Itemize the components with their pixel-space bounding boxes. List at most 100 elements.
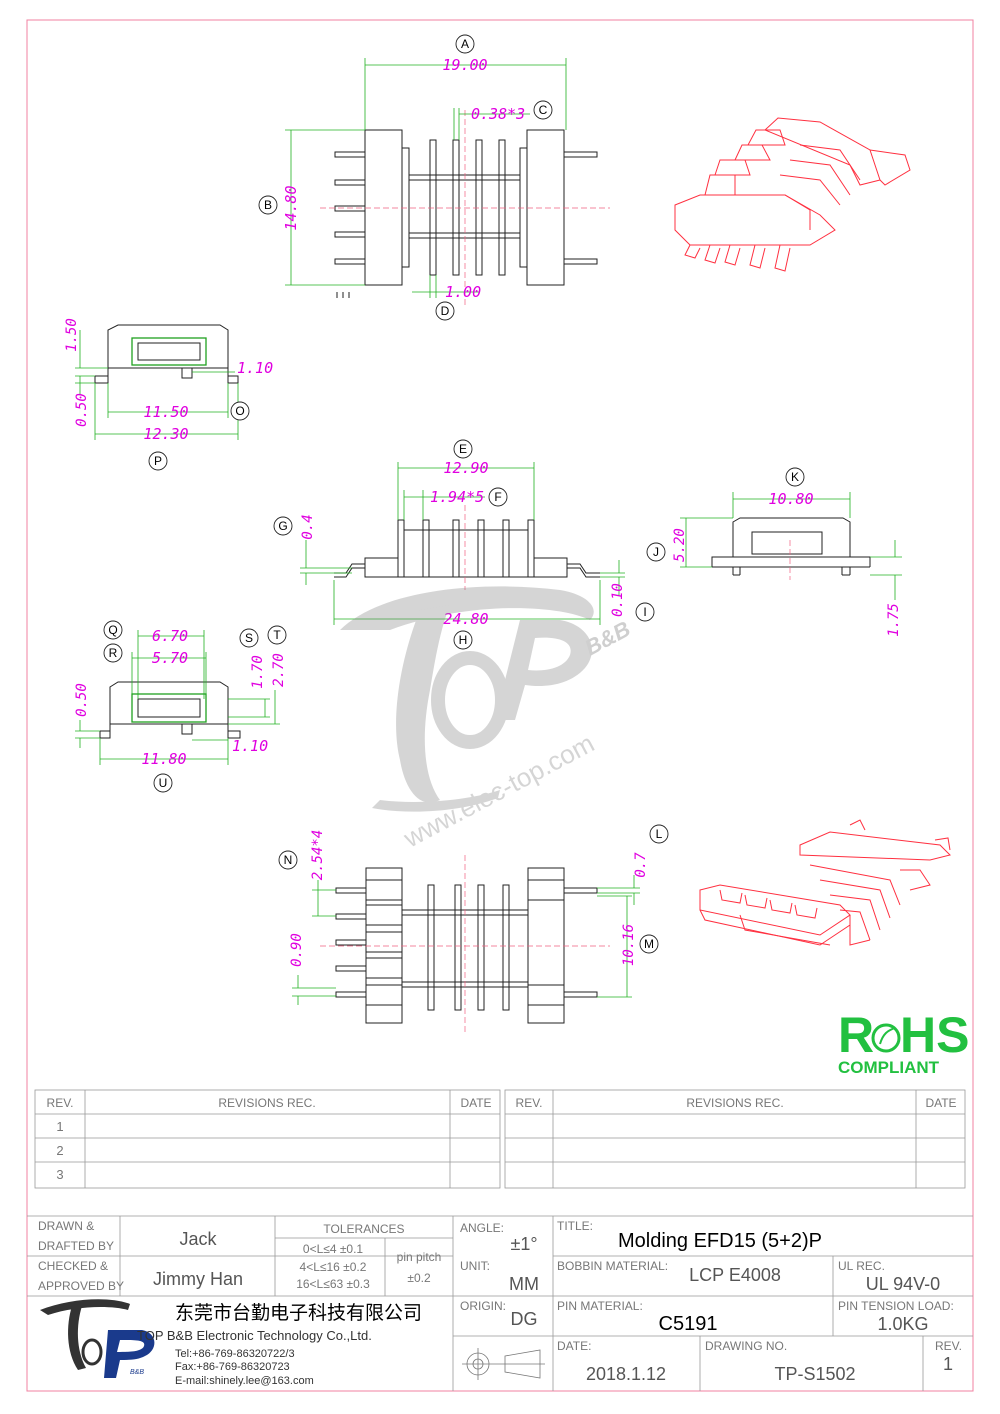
rev-row-3: 3 [56,1167,63,1182]
dim-i: 0.10 [610,583,626,617]
rev-header-left: REV. [47,1096,74,1110]
dim-k: 10.80 [768,490,813,508]
rohs-r: R [838,1007,874,1063]
tol-3: 16<L≤63 ±0.3 [296,1277,370,1291]
rev-row-2: 2 [56,1143,63,1158]
rohs-hs: HS [900,1007,969,1063]
watermark-brand: B&B [581,616,635,661]
dim-b: 14.80 [282,185,300,230]
rev-row-1: 1 [56,1119,63,1134]
front-view [334,519,600,578]
dim-f: 1.94*5 [430,488,484,506]
tension-label: PIN TENSION LOAD: [838,1299,954,1313]
bottom-view [335,867,598,1024]
title-label: TITLE: [557,1219,593,1233]
checked-by: Jimmy Han [153,1269,243,1289]
ul-label: UL REC. [838,1259,885,1273]
callout-m: M [644,937,654,951]
callout-u: U [159,776,168,790]
sheet-border [26,19,974,1392]
dim-d: 1.00 [445,283,481,301]
dim-h: 24.80 [443,610,488,628]
logo-sub: B&B [130,1369,144,1376]
callout-e: E [459,442,467,456]
date-value: 2018.1.12 [586,1364,666,1384]
bobbin-label: BOBBIN MATERIAL: [557,1259,668,1273]
tension-value: 1.0KG [877,1314,928,1334]
company-name-en: TOP B&B Electronic Technology Co.,Ltd. [137,1328,372,1343]
top-view-pins [334,151,598,298]
callout-k: K [791,470,799,484]
callout-i: I [643,605,646,619]
dim-l: 0.7 [633,852,649,878]
pin-pitch-value: ±0.2 [407,1271,431,1285]
date-header-right: DATE [925,1096,956,1110]
rohs-compliant: COMPLIANT [838,1058,940,1077]
company-tel: Tel:+86-769-86320722/3 [175,1348,295,1360]
callout-s: S [245,631,253,645]
date-label: DATE: [557,1339,591,1353]
iso-view-bottom [699,819,951,946]
dim-c: 0.38*3 [471,105,525,123]
callout-q: Q [108,623,117,637]
callout-h: H [459,633,468,647]
title-block [27,1215,973,1391]
bottom-view-pins [335,887,598,998]
revisions-table [34,1089,966,1189]
drawn-by: Jack [179,1229,217,1249]
dim-j2: 1.75 [886,603,902,637]
dim-r: 5.70 [152,649,188,667]
callout-t: T [273,628,281,642]
callout-f: F [494,490,501,504]
ul-value: UL 94V-0 [866,1274,940,1294]
company-fax: Fax:+86-769-86320723 [175,1361,290,1373]
callout-b: B [264,198,272,212]
origin-label: ORIGIN: [460,1299,506,1313]
dim-t: 2.70 [271,653,287,687]
dim-q: 6.70 [152,627,188,645]
checked-label-2: APPROVED BY [38,1279,124,1293]
unit-value: MM [509,1274,539,1294]
drawing-no-value: TP-S1502 [774,1364,855,1384]
callout-r: R [109,646,118,660]
tolerances-label: TOLERANCES [323,1222,404,1236]
dim-a: 19.00 [442,56,487,74]
callout-p: P [154,454,162,468]
company-name-cn: 东莞市台勤电子科技有限公司 [175,1302,422,1324]
title-value: Molding EFD15 (5+2)P [618,1230,822,1252]
dim-n2: 0.90 [289,933,305,967]
dim-o-3: 0.50 [74,393,90,427]
callout-o: O [235,404,244,418]
dim-o-1: 1.50 [64,318,80,352]
callout-a: A [461,37,469,51]
rohs-logo: R HS COMPLIANT [838,1007,969,1077]
callout-l: L [656,827,663,841]
callout-n: N [284,853,293,867]
dim-g: 0.4 [300,514,316,539]
callout-c: C [539,103,548,117]
drawing-no-label: DRAWING NO. [705,1339,787,1353]
checked-label-1: CHECKED & [38,1259,108,1273]
projection-symbol-icon [462,1348,545,1380]
dim-m: 10.16 [621,924,637,966]
dim-u-2: 1.10 [232,737,268,755]
unit-label: UNIT: [460,1259,490,1273]
pin-material-label: PIN MATERIAL: [557,1299,643,1313]
angle-value: ±1° [510,1234,537,1254]
rev-label: REV. [935,1339,962,1353]
rec-header-left: REVISIONS REC. [218,1096,315,1110]
top-view [334,129,598,298]
callout-bubbles [103,34,805,954]
dim-o-2: 1.10 [237,359,273,377]
rev-header-right: REV. [516,1096,543,1110]
dim-j: 5.20 [672,528,688,562]
dim-e: 12.90 [443,459,488,477]
dim-u-1: 0.50 [74,683,90,717]
side-view-o [94,324,239,384]
pin-pitch-label: pin pitch [397,1250,442,1264]
callout-j: J [653,545,659,559]
tol-1: 0<L≤4 ±0.1 [303,1242,364,1256]
rev-value: 1 [943,1354,953,1374]
rec-header-right: REVISIONS REC. [686,1096,783,1110]
